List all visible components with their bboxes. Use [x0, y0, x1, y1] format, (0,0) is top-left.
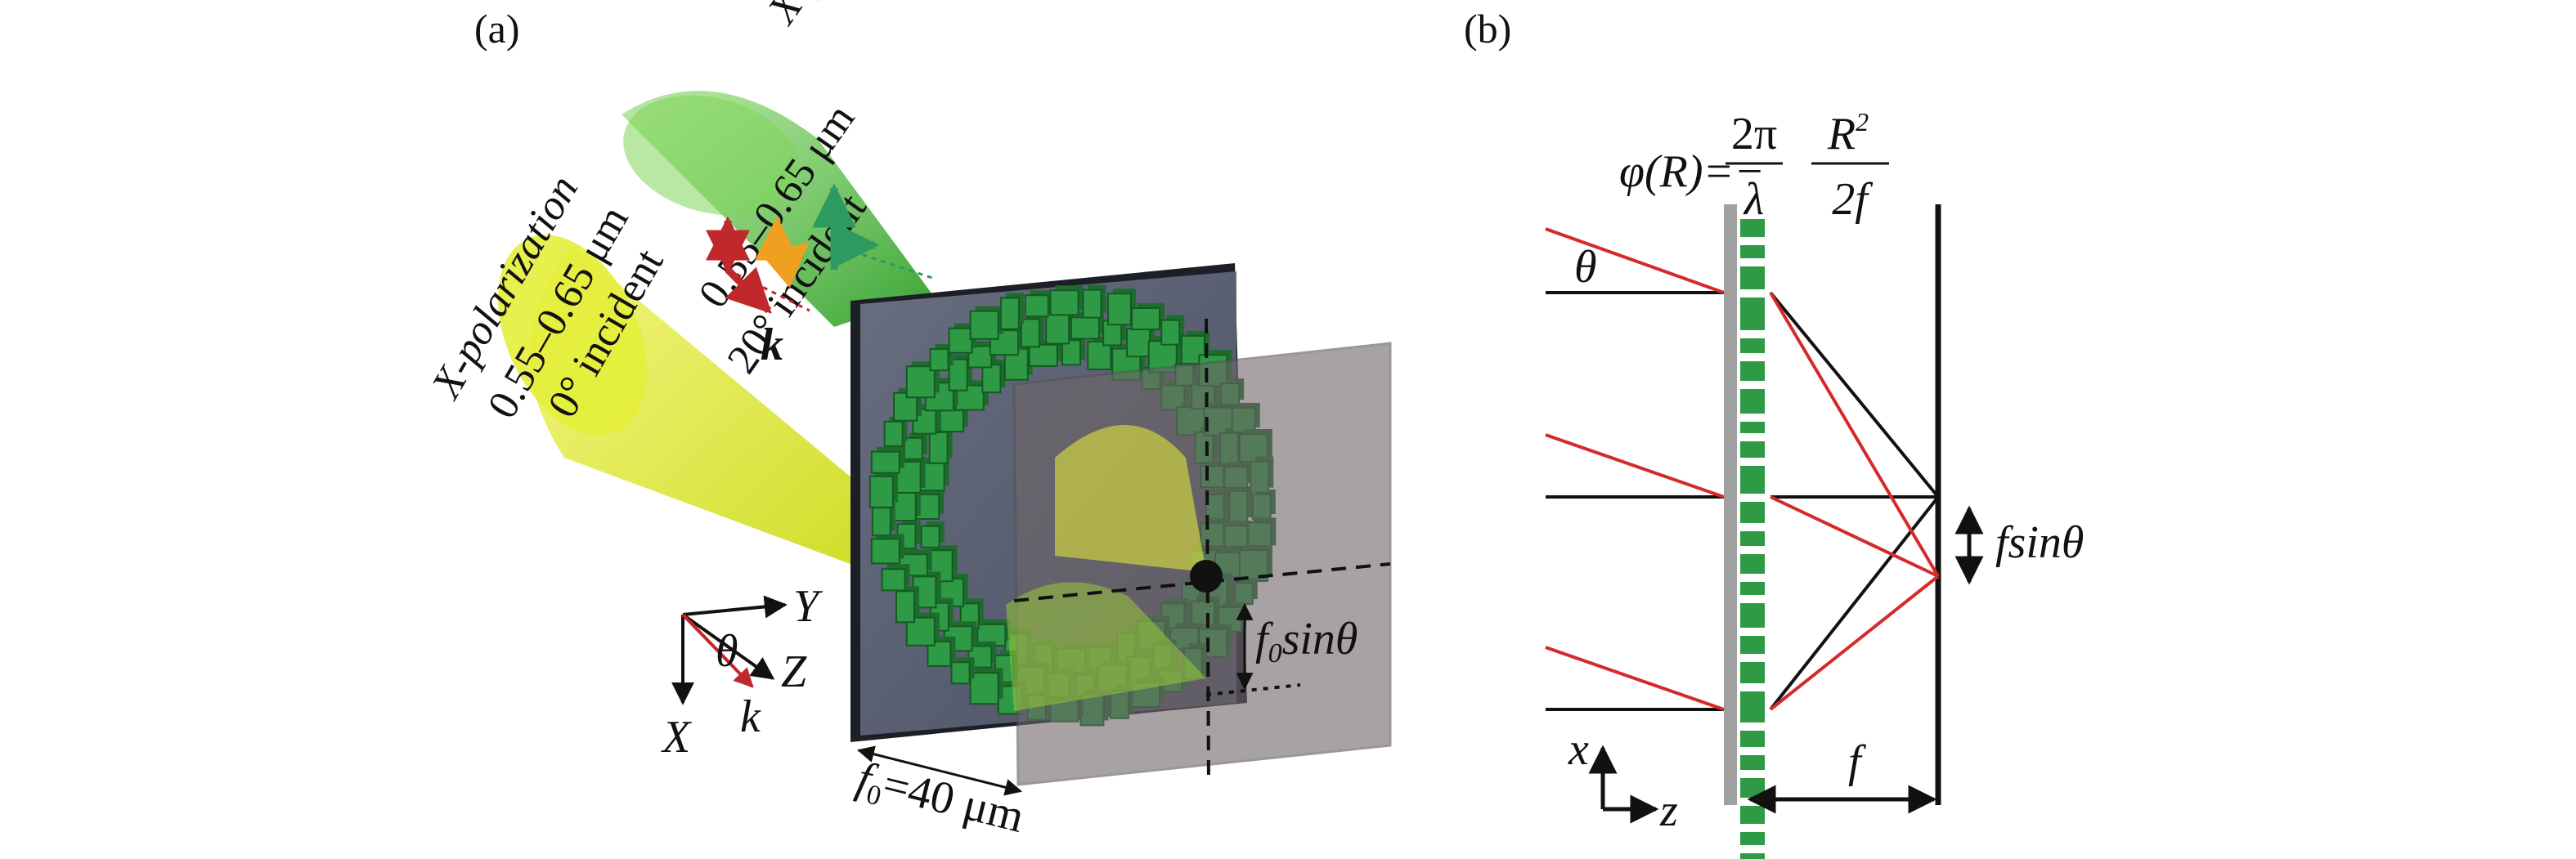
pillar — [1740, 441, 1765, 458]
meta-atom-block — [976, 619, 1011, 646]
beam-20-label: X-polarization — [758, 0, 940, 34]
dashed-axis-vertical — [1205, 318, 1210, 785]
panel-b-tag: (b) — [1464, 6, 1511, 51]
pillar — [1740, 806, 1765, 824]
pillar — [1740, 853, 1765, 859]
focal-length-label-group: f0=40 μm — [851, 752, 1030, 846]
axis-theta-label: θ — [716, 626, 738, 677]
panel-b: (b) φ(R)=− 2π λ R2 2f θ — [1464, 6, 2084, 859]
beam-0deg-aperture — [498, 235, 647, 436]
metasurface-substrate-bar — [1724, 204, 1737, 805]
meta-atom-block — [969, 306, 1003, 340]
pillar — [1740, 245, 1765, 258]
meta-atom-block — [929, 344, 954, 372]
beam-20-line1: X-polarization — [758, 0, 940, 34]
meta-atom-block — [1160, 315, 1185, 346]
axis-z-b: z — [1659, 785, 1678, 836]
meta-atom-block — [870, 534, 904, 565]
phase-lhs: φ(R)=− — [1619, 146, 1765, 197]
focused-rays — [1769, 291, 1940, 711]
phase-num2: R2 — [1827, 107, 1869, 159]
xz-axes — [1588, 745, 1659, 824]
shifted-focus-line — [1205, 683, 1301, 696]
incident-rays — [1545, 227, 1725, 711]
polarization-arrows — [706, 183, 933, 314]
meta-atom-block — [870, 446, 904, 474]
panel-a-tag: (a) — [474, 6, 520, 51]
meta-atom-block — [969, 668, 1003, 705]
meta-atom-block — [1049, 285, 1084, 316]
pillar — [1740, 778, 1765, 798]
pillar — [1740, 582, 1765, 595]
pillar — [1740, 531, 1765, 546]
k-label: k — [761, 320, 783, 370]
phase-num1: 2π — [1731, 109, 1777, 159]
meta-atom-block — [881, 564, 910, 592]
pillar — [1740, 466, 1765, 494]
meta-atom-block — [1082, 284, 1106, 319]
pillar — [1740, 731, 1765, 747]
meta-atom-block — [1131, 303, 1165, 331]
focal-length-label: f0=40 μm — [851, 752, 1030, 846]
axis-x-label: X — [661, 712, 693, 763]
coordinate-axes — [671, 595, 788, 705]
meta-atom-block — [868, 471, 898, 508]
meta-atom-block — [920, 521, 945, 548]
meta-atom-block — [967, 341, 997, 369]
beam-20deg-aperture — [623, 95, 800, 216]
pillar — [1740, 422, 1765, 433]
phase-den2: 2f — [1832, 174, 1874, 225]
meta-atom-block — [967, 641, 997, 669]
meta-atom-block — [948, 354, 972, 391]
pillar — [1740, 755, 1765, 770]
meta-atom-block — [903, 432, 927, 460]
dashed-axis-horizontal — [1013, 562, 1391, 602]
focus-cone-green — [1006, 582, 1206, 711]
pillar — [1740, 266, 1765, 289]
theta-label: θ — [1574, 242, 1597, 293]
phase-den1: λ — [1743, 174, 1764, 225]
shift-label: fsinθ — [1995, 517, 2084, 568]
axis-k-label: k — [740, 691, 761, 742]
meta-atom-block — [1061, 335, 1085, 366]
axis-y-label: Y — [793, 581, 824, 632]
pillar — [1740, 298, 1765, 330]
meta-atom-block — [950, 657, 975, 685]
focal-length-label-b: f — [1848, 736, 1867, 787]
focal-shift-label: f0sinθ — [1255, 614, 1358, 669]
meta-atom-block — [895, 586, 920, 624]
focus-cone-yellow — [1055, 425, 1206, 572]
pillar — [1740, 691, 1765, 723]
pillar — [1740, 554, 1765, 574]
pillar — [1740, 219, 1765, 237]
focal-length-arrow — [856, 745, 1023, 796]
panel-a: (a) X-polarization 0.55–0.65 μm 20° inci… — [422, 0, 1392, 846]
pillar — [1740, 502, 1765, 523]
meta-atom-block — [905, 612, 940, 646]
pillar — [1740, 338, 1765, 353]
meta-atom-block — [1024, 290, 1053, 318]
axis-x-b: x — [1568, 724, 1589, 775]
pillar — [1740, 361, 1765, 381]
meta-atom-block — [883, 416, 908, 447]
meta-atom-block — [927, 636, 956, 667]
metasurface-pillars — [1740, 219, 1765, 859]
meta-atom-block — [1020, 314, 1044, 348]
axis-z-label: Z — [781, 646, 807, 697]
pillar — [1740, 662, 1765, 683]
pillar — [1740, 636, 1765, 654]
pillar — [1740, 832, 1765, 845]
pillar — [1740, 603, 1765, 628]
meta-atom-block — [871, 503, 895, 537]
focal-spot — [1190, 560, 1223, 593]
pillar — [1740, 389, 1765, 414]
meta-atom-block — [928, 427, 953, 464]
meta-atom-block — [999, 293, 1024, 330]
